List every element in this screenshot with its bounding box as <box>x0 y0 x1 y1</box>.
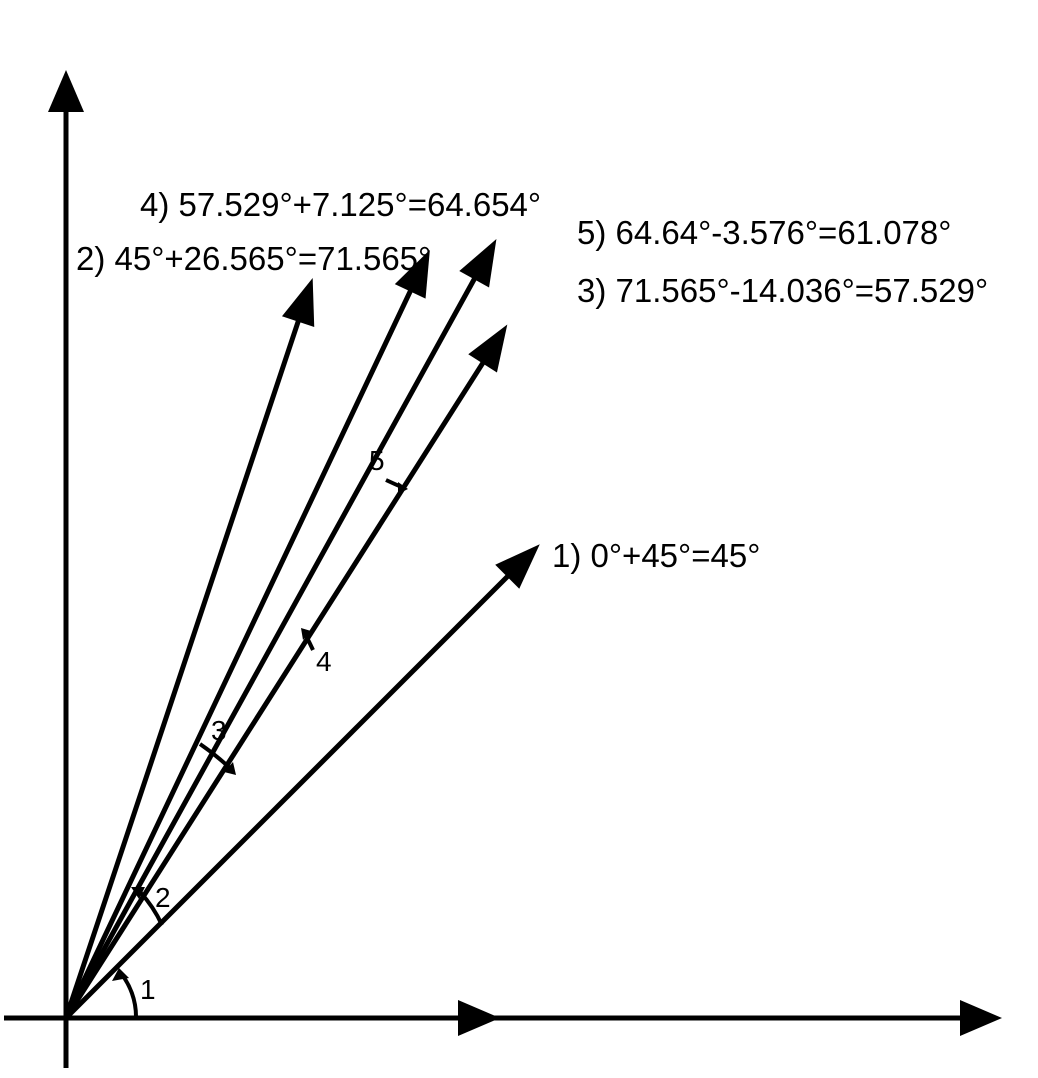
angle-numbers: 1 2 3 4 5 <box>140 445 385 1005</box>
vectors <box>63 239 540 1020</box>
angle-number-5: 5 <box>369 445 385 476</box>
vector-label-3: 3) 71.565°-14.036°=57.529° <box>577 272 988 309</box>
vector-5-arrowhead <box>459 239 497 288</box>
vector-1 <box>64 572 512 1020</box>
y-axis-arrowhead <box>48 70 84 112</box>
vector-label-4: 4) 57.529°+7.125°=64.654° <box>140 186 541 223</box>
angle-arc-5-arrowhead <box>398 482 408 494</box>
vector-5 <box>63 274 479 1020</box>
vector-label-5: 5) 64.64°-3.576°=61.078° <box>577 214 951 251</box>
vector-2-arrowhead <box>281 278 315 328</box>
angle-arcs <box>112 478 408 1019</box>
vector-4-arrowhead <box>394 249 430 299</box>
equation-labels: 1) 0°+45°=45° 2) 45°+26.565°=71.565° 3) … <box>76 186 988 574</box>
angle-arc-4-arrowhead <box>301 628 311 640</box>
angle-number-2: 2 <box>155 882 171 913</box>
angle-number-4: 4 <box>316 646 332 677</box>
angle-arc-3-arrowhead <box>224 762 236 775</box>
x-axis-arrowhead-end <box>960 1000 1002 1036</box>
axes <box>4 70 1002 1068</box>
vector-3-arrowhead <box>468 324 508 373</box>
vector-label-1: 1) 0°+45°=45° <box>552 537 760 574</box>
angle-arc-1-arrowhead <box>112 968 129 981</box>
angle-number-3: 3 <box>211 715 227 746</box>
vector-3 <box>63 358 487 1020</box>
vector-1-arrowhead <box>495 544 540 589</box>
angle-number-1: 1 <box>140 974 156 1005</box>
vector-label-2: 2) 45°+26.565°=71.565° <box>76 240 431 277</box>
vector-4 <box>63 286 415 1020</box>
x-axis-arrowhead-mid <box>458 1000 500 1036</box>
angle-arc-2-arrowhead <box>131 887 145 899</box>
vector-2 <box>63 317 302 1019</box>
